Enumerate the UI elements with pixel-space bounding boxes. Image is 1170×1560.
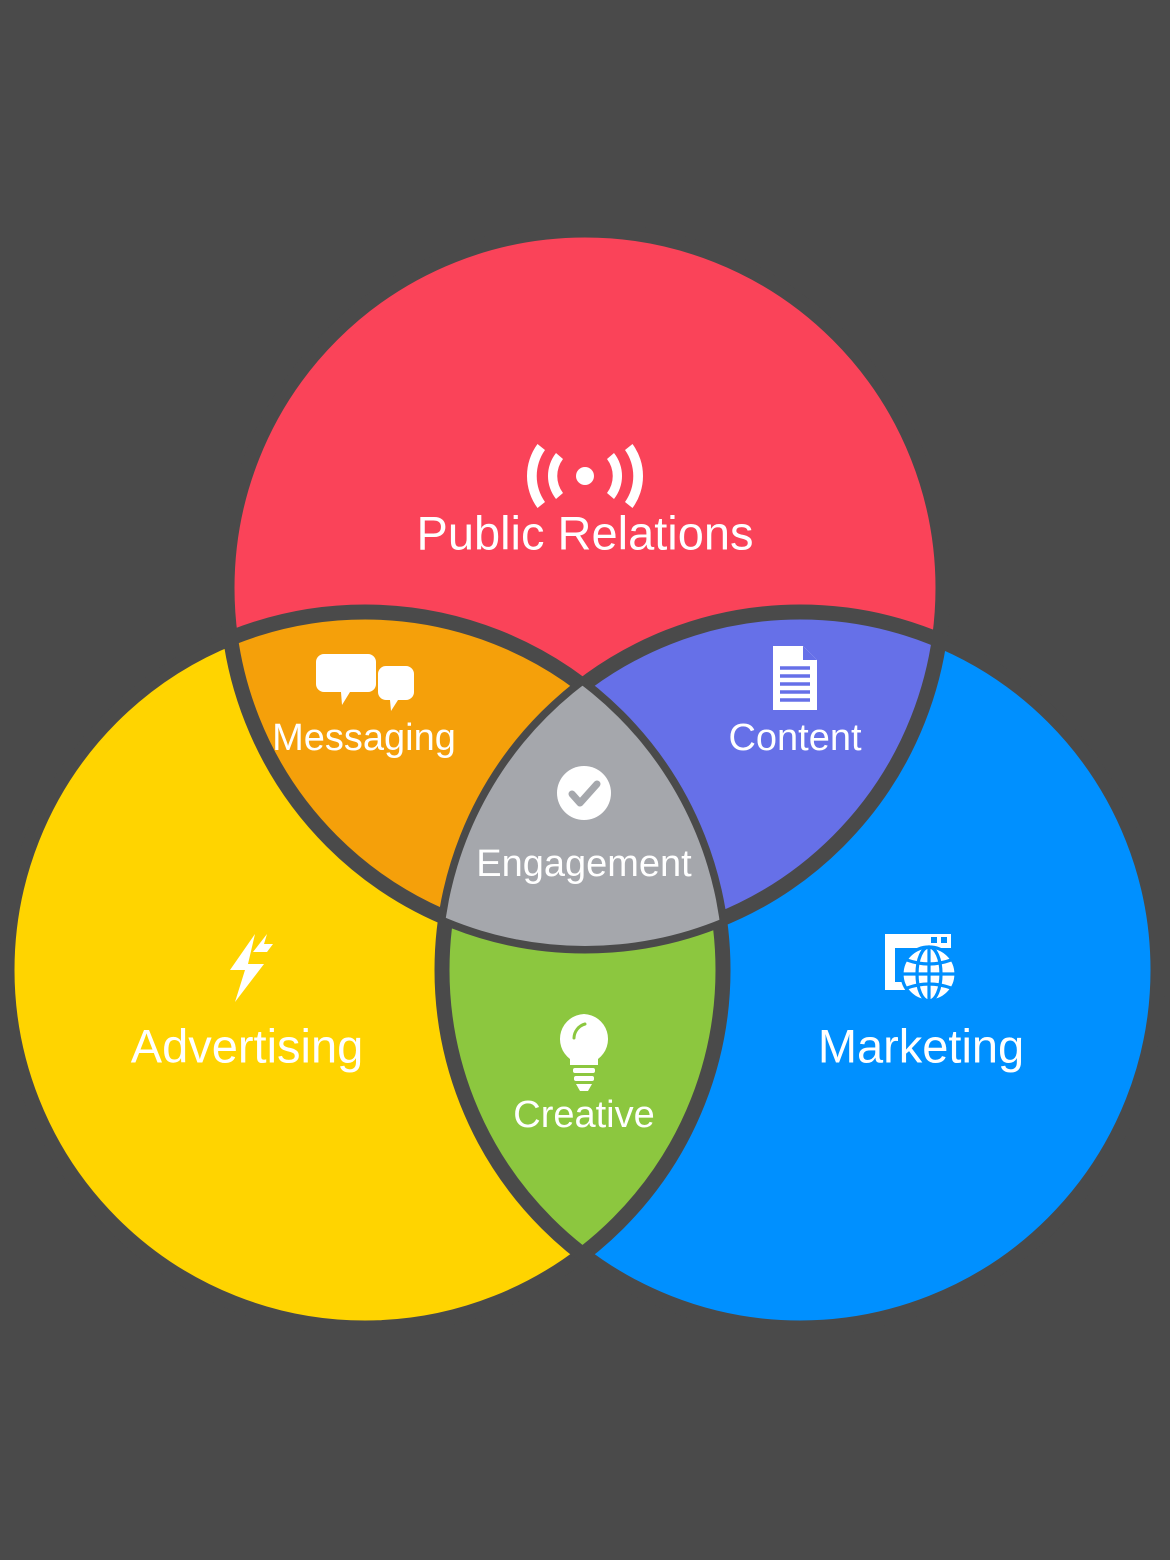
document-icon xyxy=(773,646,817,710)
label-messaging: Messaging xyxy=(272,717,456,759)
label-advertising: Advertising xyxy=(131,1019,364,1072)
lightning-bolt-icon xyxy=(230,934,273,1002)
label-engagement: Engagement xyxy=(476,843,692,885)
label-creative: Creative xyxy=(513,1094,655,1136)
lightbulb-icon xyxy=(559,1014,609,1091)
check-circle-icon xyxy=(557,766,611,820)
label-content: Content xyxy=(728,717,862,759)
chat-bubbles-icon xyxy=(316,654,414,711)
browser-globe-icon xyxy=(885,934,958,1003)
label-marketing: Marketing xyxy=(818,1019,1024,1072)
label-public-relations: Public Relations xyxy=(416,506,753,559)
broadcast-signal-icon xyxy=(526,444,644,508)
